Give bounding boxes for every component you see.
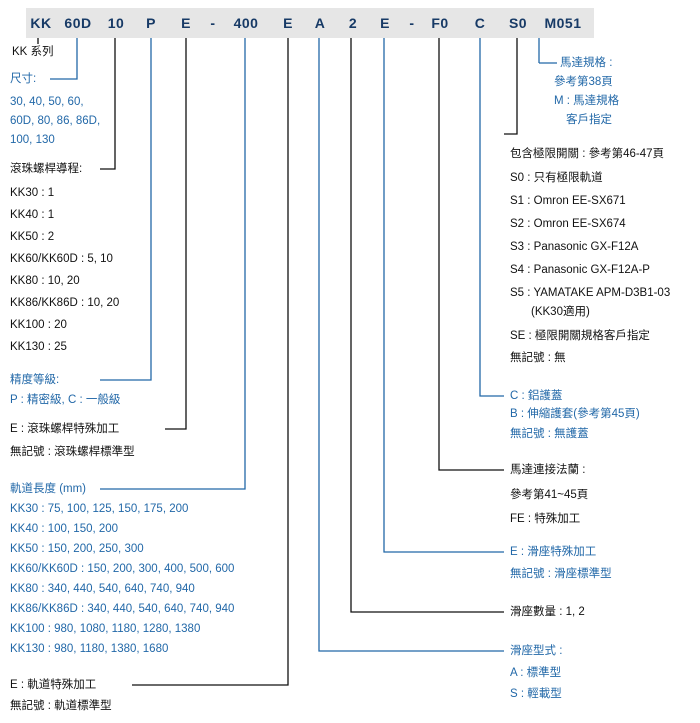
code-motor: M051 bbox=[544, 15, 582, 31]
cover-type-line: C : 鋁護蓋 bbox=[510, 390, 563, 402]
slider-special-line: 無記號 : 滑座標準型 bbox=[510, 568, 612, 580]
code-dash-1: - bbox=[210, 15, 216, 31]
code-ballscrew: E bbox=[181, 15, 191, 31]
series-label: KK 系列 bbox=[12, 46, 54, 58]
motor-line: M : 馬達規格 bbox=[554, 95, 620, 107]
limit-item: 無記號 : 無 bbox=[510, 352, 566, 364]
cover-type-line: 無記號 : 無護蓋 bbox=[510, 428, 589, 440]
code-cover-type: C bbox=[474, 15, 486, 31]
length-item: KK86/KK86D : 340, 440, 540, 640, 740, 94… bbox=[10, 603, 235, 615]
motor-line: 客戶指定 bbox=[566, 114, 612, 126]
lead-item: KK50 : 2 bbox=[10, 231, 55, 243]
ballscrew-standard: 無記號 : 滾珠螺桿標準型 bbox=[10, 446, 135, 458]
limit-title: 包含極限開關 : 參考第46-47頁 bbox=[510, 148, 664, 160]
code-limit: S0 bbox=[508, 15, 528, 31]
code-precision: P bbox=[146, 15, 156, 31]
length-title: 軌道長度 (mm) bbox=[10, 483, 87, 495]
code-size: 60D bbox=[64, 15, 92, 31]
code-rail: E bbox=[283, 15, 293, 31]
lead-item: KK130 : 25 bbox=[10, 341, 67, 353]
limit-item: (KK30適用) bbox=[531, 306, 590, 318]
code-slider-qty: 2 bbox=[348, 15, 358, 31]
motor-line: 馬達規格 : bbox=[560, 57, 613, 69]
lead-item: KK40 : 1 bbox=[10, 209, 55, 221]
slider-type-line: S : 輕載型 bbox=[510, 688, 562, 700]
length-item: KK30 : 75, 100, 125, 150, 175, 200 bbox=[10, 503, 189, 515]
precision-title: 精度等級: bbox=[10, 374, 60, 386]
length-item: KK80 : 340, 440, 540, 640, 740, 940 bbox=[10, 583, 195, 595]
code-cover: A bbox=[314, 15, 326, 31]
lead-title: 滾珠螺桿導程: bbox=[10, 163, 83, 175]
limit-item: S4 : Panasonic GX-F12A-P bbox=[510, 264, 650, 276]
slider-qty: 滑座數量 : 1, 2 bbox=[510, 606, 585, 618]
rail-standard: 無記號 : 軌道標準型 bbox=[10, 700, 112, 712]
motor-conn-line: FE : 特殊加工 bbox=[510, 513, 581, 525]
cover-type-line: B : 伸縮護套(參考第45頁) bbox=[510, 408, 640, 420]
motor-line: 參考第38頁 bbox=[554, 76, 613, 88]
ballscrew-special: E : 滾珠螺桿特殊加工 bbox=[10, 423, 120, 435]
limit-item: SE : 極限開關規格客戶指定 bbox=[510, 330, 650, 342]
size-title: 尺寸: bbox=[10, 73, 37, 85]
code-lead: 10 bbox=[107, 15, 125, 31]
lead-item: KK30 : 1 bbox=[10, 187, 55, 199]
limit-item: S1 : Omron EE-SX671 bbox=[510, 195, 626, 207]
size-values-1: 30, 40, 50, 60, bbox=[10, 96, 84, 108]
limit-item: S0 : 只有極限軌道 bbox=[510, 172, 603, 184]
rail-special: E : 軌道特殊加工 bbox=[10, 679, 97, 691]
length-item: KK60/KK60D : 150, 200, 300, 400, 500, 60… bbox=[10, 563, 235, 575]
slider-special-line: E : 滑座特殊加工 bbox=[510, 546, 597, 558]
code-dash-2: - bbox=[409, 15, 415, 31]
limit-item: S3 : Panasonic GX-F12A bbox=[510, 241, 639, 253]
code-series: KK bbox=[30, 15, 52, 31]
length-item: KK100 : 980, 1080, 1180, 1280, 1380 bbox=[10, 623, 201, 635]
precision-desc: P : 精密級, C : 一般級 bbox=[10, 394, 121, 406]
lead-item: KK80 : 10, 20 bbox=[10, 275, 80, 287]
length-item: KK50 : 150, 200, 250, 300 bbox=[10, 543, 144, 555]
code-motor-conn: F0 bbox=[431, 15, 449, 31]
code-length: 400 bbox=[233, 15, 259, 31]
slider-type-line: 滑座型式 : bbox=[510, 645, 563, 657]
length-item: KK130 : 980, 1180, 1380, 1680 bbox=[10, 643, 169, 655]
limit-item: S5 : YAMATAKE APM-D3B1-03 bbox=[510, 287, 671, 299]
motor-conn-line: 馬達連接法蘭 : bbox=[510, 464, 586, 476]
model-code-bar bbox=[26, 8, 594, 38]
lead-item: KK100 : 20 bbox=[10, 319, 67, 331]
size-values-2: 60D, 80, 86, 86D, bbox=[10, 115, 101, 127]
motor-conn-line: 參考第41~45頁 bbox=[510, 489, 589, 501]
length-item: KK40 : 100, 150, 200 bbox=[10, 523, 119, 535]
lead-item: KK60/KK60D : 5, 10 bbox=[10, 253, 113, 265]
size-values-3: 100, 130 bbox=[10, 134, 55, 146]
lead-item: KK86/KK86D : 10, 20 bbox=[10, 297, 120, 309]
slider-type-line: A : 標準型 bbox=[510, 667, 562, 679]
code-slider-special: E bbox=[380, 15, 390, 31]
limit-item: S2 : Omron EE-SX674 bbox=[510, 218, 626, 230]
